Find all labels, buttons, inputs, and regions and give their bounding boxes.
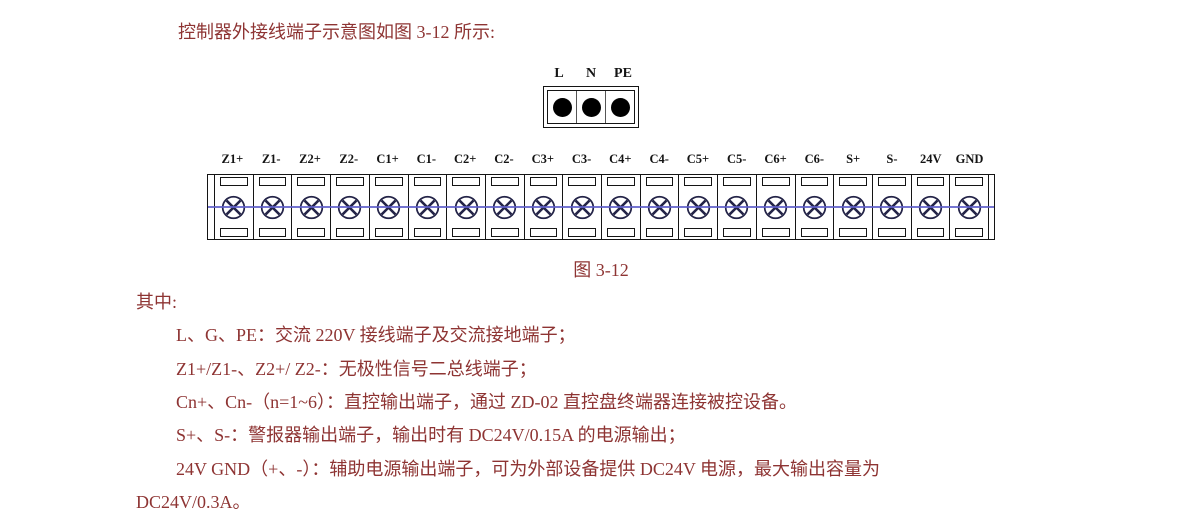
terminal-label: GND <box>955 152 984 166</box>
screw-icon <box>376 195 401 219</box>
terminal-hole-icon <box>581 97 601 117</box>
terminal-hole-icon <box>552 97 572 117</box>
terminal-label: Z1+ <box>221 152 244 166</box>
figure-caption: 图 3-12 <box>573 260 629 280</box>
intro-text: 控制器外接线端子示意图如图 3-12 所示: <box>178 22 495 42</box>
terminal-cell <box>484 175 524 239</box>
terminal-label: Z1- <box>261 152 281 166</box>
terminal-cell <box>330 175 369 239</box>
terminal-label: S- <box>886 152 898 166</box>
terminal-cell <box>910 175 950 239</box>
terminal-label: C1+ <box>376 152 399 166</box>
screw-icon <box>880 195 904 219</box>
power-terminal-body <box>543 86 639 128</box>
terminal-cell <box>252 175 292 239</box>
terminal-cell <box>291 175 330 239</box>
power-terminal-cell <box>605 91 634 123</box>
screw-icon <box>918 195 943 219</box>
body-text-line: L、G、PE：交流 220V 接线端子及交流接地端子； <box>176 325 576 345</box>
screw-icon <box>957 195 981 219</box>
screw-icon <box>454 195 478 219</box>
terminal-strip-labels: Z1+ Z1- Z2+ Z2- C1+ C1- C2+ C2- C3+ C3- C4+ C4- C5+ C… <box>213 152 989 167</box>
terminal-cell <box>368 175 408 239</box>
screw-icon <box>493 195 517 219</box>
terminal-strip <box>207 174 995 240</box>
body-text-line: Cn+、Cn-（n=1~6）：直控输出端子，通过 ZD-02 直控盘终端器连接被… <box>176 392 798 412</box>
terminal-cell <box>678 175 717 239</box>
screw-icon <box>260 195 285 219</box>
terminal-cell <box>949 175 988 239</box>
terminal-label: C4+ <box>609 152 632 166</box>
screw-icon <box>222 195 246 219</box>
terminal-label: C1- <box>416 152 437 166</box>
power-terminal-block: L N PE <box>543 66 639 128</box>
terminal-label: C2+ <box>453 152 477 166</box>
body-text-line: 24V GND（+、-）：辅助电源输出端子，可为外部设备提供 DC24V 电源，… <box>176 459 880 479</box>
terminal-cell <box>871 175 911 239</box>
terminal-cell <box>601 175 640 239</box>
body-text-line: Z1+/Z1-、Z2+/ Z2-：无极性信号二总线端子； <box>176 359 537 379</box>
screw-icon <box>609 195 633 219</box>
terminal-cell <box>639 175 679 239</box>
power-terminal-label: N <box>585 66 597 81</box>
terminal-cell <box>446 175 485 239</box>
screw-icon <box>725 195 749 219</box>
terminal-cell <box>833 175 872 239</box>
terminal-label: C3- <box>571 152 592 166</box>
terminal-cell <box>562 175 601 239</box>
terminal-cell <box>523 175 563 239</box>
screw-icon <box>764 195 788 219</box>
body-text-line: DC24V/0.3A。 <box>136 492 251 512</box>
screw-icon <box>570 195 594 219</box>
screw-icon <box>647 195 672 219</box>
screw-icon <box>415 195 440 219</box>
terminal-label: 24V <box>919 152 942 166</box>
power-terminal-label: PE <box>614 66 632 81</box>
terminal-label: S+ <box>846 152 861 166</box>
terminal-label: C2- <box>494 152 514 166</box>
terminal-cell <box>794 175 834 239</box>
power-terminal-cell <box>576 91 605 123</box>
strip-endcap-right <box>988 175 994 239</box>
screw-icon <box>338 195 362 219</box>
terminal-label: C5- <box>727 152 747 166</box>
terminal-label: C5+ <box>686 152 710 166</box>
terminal-label: C3+ <box>531 152 554 166</box>
body-text-line: S+、S-：警报器输出端子，输出时有 DC24V/0.15A 的电源输出； <box>176 425 686 445</box>
screw-icon <box>531 195 556 219</box>
power-terminal-label: L <box>554 66 564 81</box>
terminal-label: C6+ <box>764 152 787 166</box>
screw-icon <box>841 195 865 219</box>
terminal-cell <box>214 175 253 239</box>
screw-icon <box>802 195 827 219</box>
terminal-label: Z2- <box>339 152 359 166</box>
terminal-label: Z2+ <box>299 152 321 166</box>
terminal-cell <box>407 175 447 239</box>
terminal-hole-icon <box>610 97 630 117</box>
power-terminal-cells <box>547 90 635 124</box>
terminal-label: C6- <box>804 152 825 166</box>
terminal-label: C4- <box>649 152 669 166</box>
power-terminal-cell <box>548 91 576 123</box>
terminal-cell <box>717 175 756 239</box>
terminal-cell <box>755 175 795 239</box>
screw-icon <box>686 195 710 219</box>
screw-icon <box>299 195 323 219</box>
power-terminal-labels: L N PE <box>543 66 639 84</box>
terminal-row <box>214 175 988 239</box>
body-heading: 其中: <box>136 292 178 312</box>
